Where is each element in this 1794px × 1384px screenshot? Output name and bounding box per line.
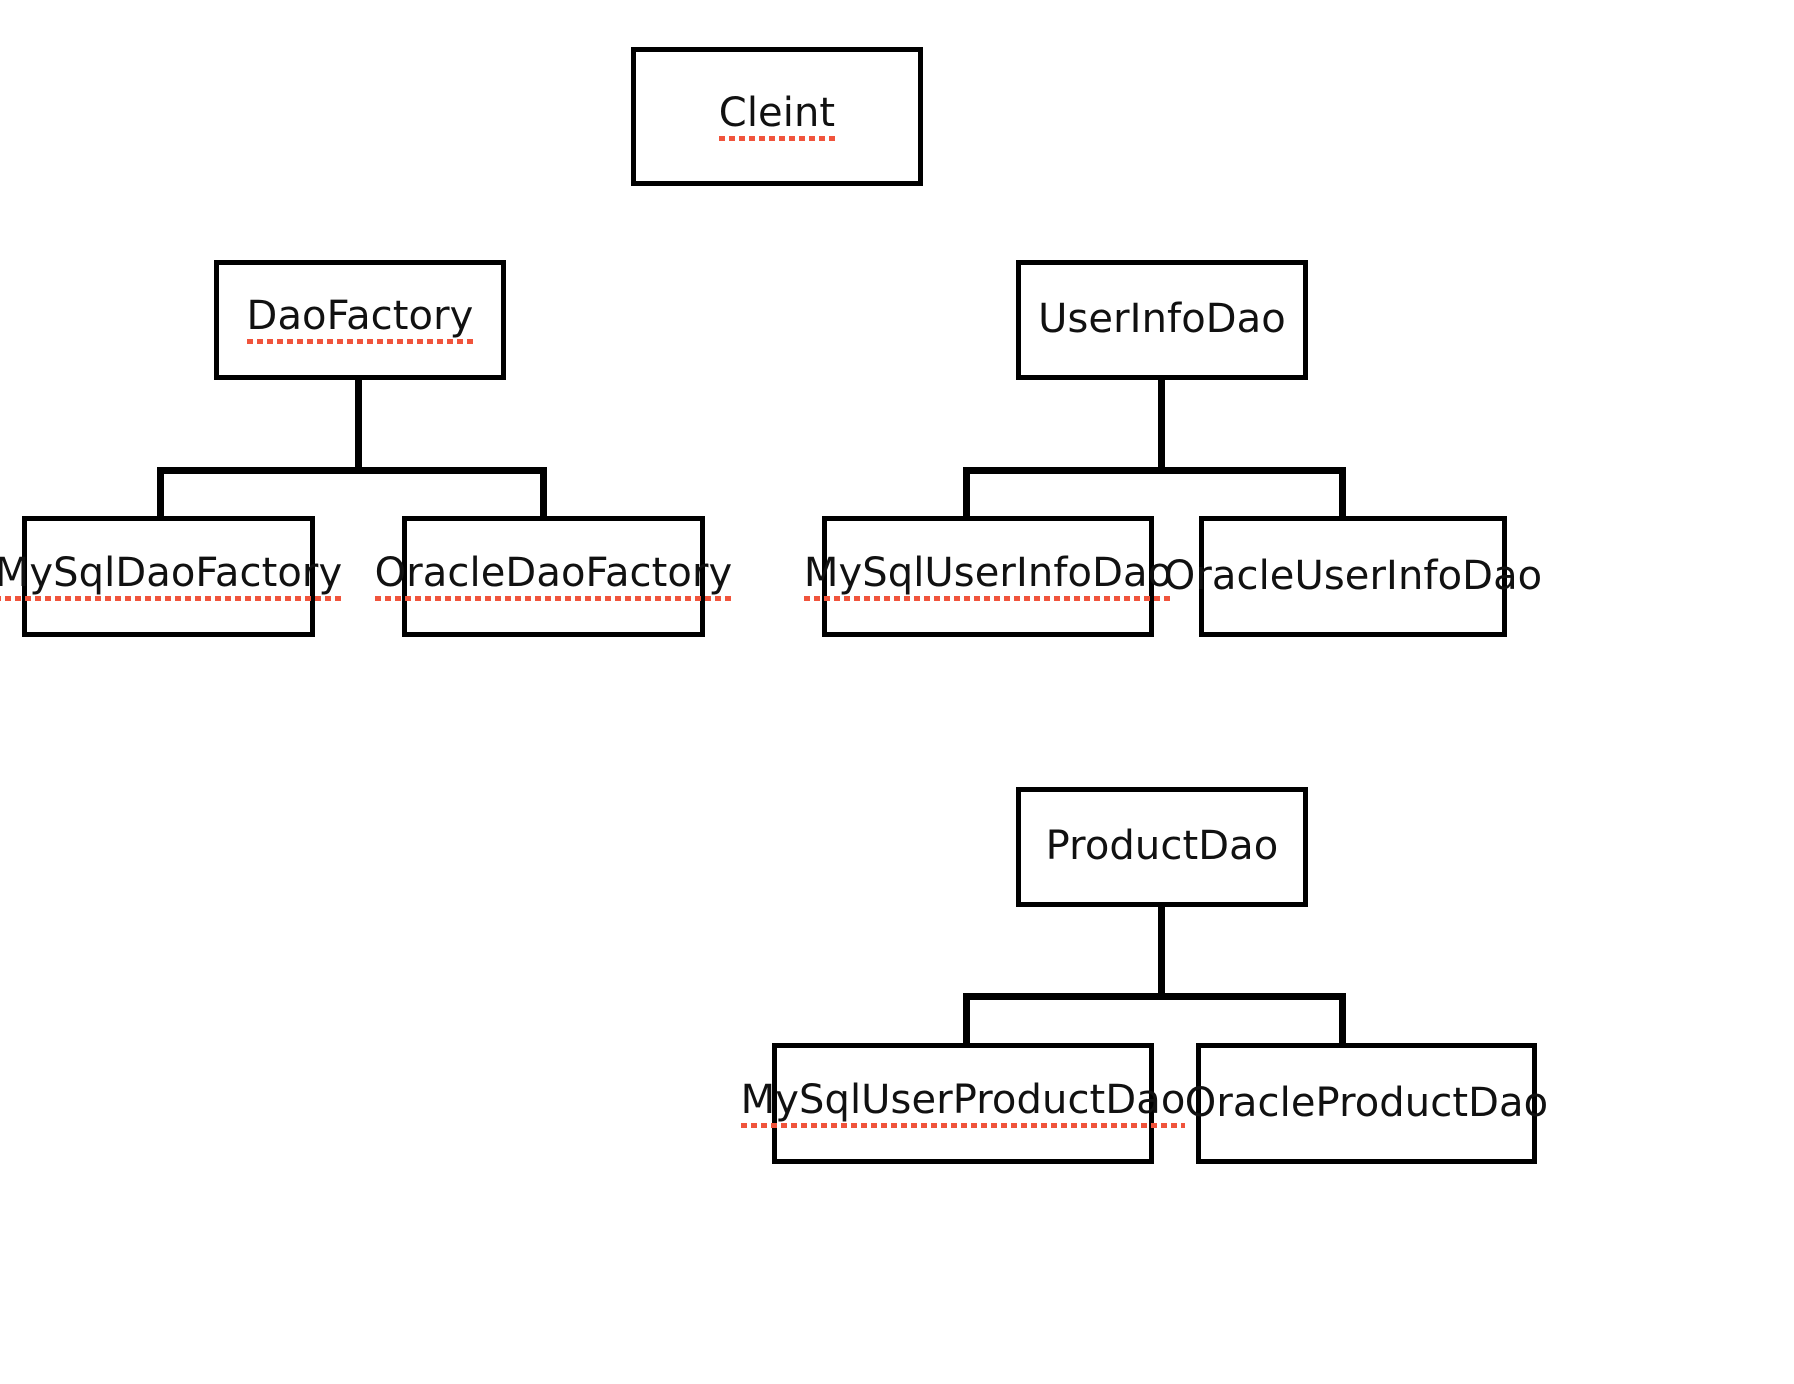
connector-mysql-dao-factory-drop xyxy=(157,467,164,519)
node-oracle-user-info-dao-label: OracleUserInfoDao xyxy=(1163,552,1543,599)
connector-oracle-product-dao-drop xyxy=(1339,993,1346,1045)
connector-oracle-user-info-dao-drop xyxy=(1339,467,1346,519)
node-mysql-dao-factory-label: MySqlDaoFactory xyxy=(0,551,343,602)
node-product-dao-label: ProductDao xyxy=(1045,823,1279,869)
connector-user-info-dao-stem xyxy=(1158,380,1165,470)
connector-dao-factory-bar xyxy=(157,467,547,474)
connector-product-dao-stem xyxy=(1158,907,1165,997)
node-mysql-user-info-dao[interactable]: MySqlUserInfoDao xyxy=(803,516,1173,637)
node-mysql-user-product-dao[interactable]: MySqlUserProductDao xyxy=(740,1043,1186,1164)
node-mysql-user-product-dao-label: MySqlUserProductDao xyxy=(740,1078,1186,1129)
connector-mysql-user-product-dao-drop xyxy=(963,993,970,1045)
node-dao-factory-label: DaoFactory xyxy=(246,295,474,345)
node-dao-factory[interactable]: DaoFactory xyxy=(214,260,506,380)
node-oracle-user-info-dao[interactable]: OracleUserInfoDao xyxy=(1164,516,1542,637)
node-user-info-dao-label: UserInfoDao xyxy=(1038,296,1286,342)
connector-oracle-dao-factory-drop xyxy=(540,467,547,519)
connector-product-dao-bar xyxy=(963,993,1346,1000)
connector-dao-factory-stem xyxy=(355,380,362,470)
node-product-dao[interactable]: ProductDao xyxy=(1016,787,1308,907)
node-client[interactable]: Cleint xyxy=(631,47,923,186)
node-mysql-user-info-dao-label: MySqlUserInfoDao xyxy=(803,551,1173,602)
node-client-label: Cleint xyxy=(718,91,836,142)
node-oracle-dao-factory[interactable]: OracleDaoFactory xyxy=(374,516,733,637)
node-oracle-product-dao-label: OracleProductDao xyxy=(1184,1079,1549,1126)
node-oracle-product-dao[interactable]: OracleProductDao xyxy=(1185,1043,1548,1164)
node-mysql-dao-factory[interactable]: MySqlDaoFactory xyxy=(0,516,343,637)
node-user-info-dao[interactable]: UserInfoDao xyxy=(1016,260,1308,380)
connector-user-info-dao-bar xyxy=(963,467,1346,474)
connector-mysql-user-info-dao-drop xyxy=(963,467,970,519)
node-oracle-dao-factory-label: OracleDaoFactory xyxy=(374,551,733,602)
